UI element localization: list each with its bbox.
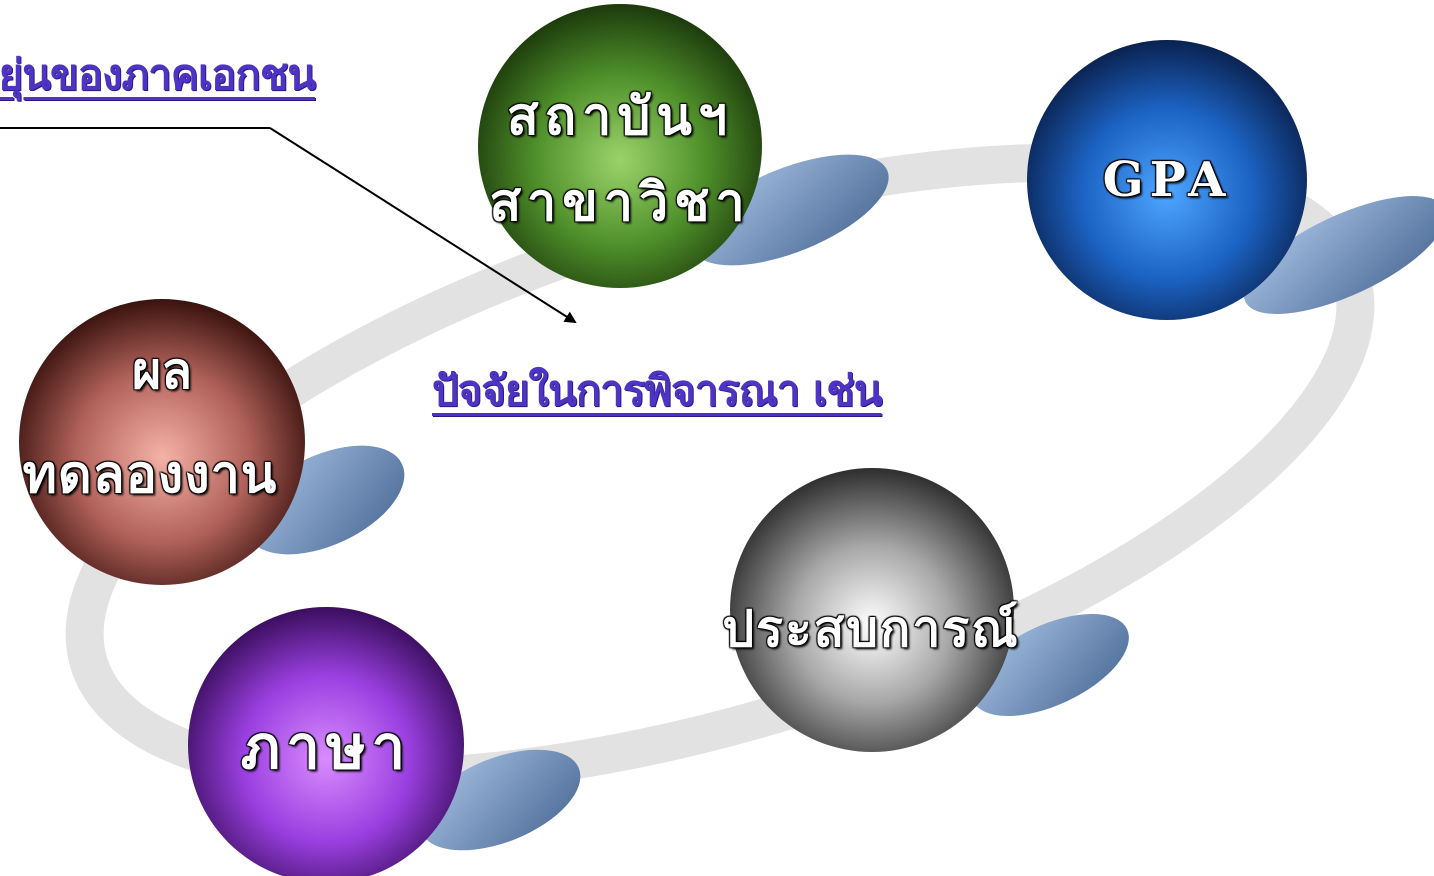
label-trial-line1: ผล: [132, 341, 192, 400]
sphere-gpa: [1027, 40, 1307, 320]
label-language: ภาษา: [240, 713, 412, 783]
sphere-experience: [730, 468, 1014, 752]
factors-heading: ปัจจัยในการพิจารณา เช่น: [432, 366, 882, 415]
shadow-gpa: [1243, 196, 1434, 314]
sphere-trial: [19, 299, 305, 585]
pointer-arrow: [269, 127, 577, 324]
sphere-language: [188, 607, 464, 876]
sphere-institution: [478, 4, 762, 288]
label-institution-line2: สาขาวิชา: [489, 172, 751, 233]
label-experience: ประสบการณ์: [722, 599, 1020, 658]
label-trial-line2: ทดลองงาน: [22, 444, 278, 505]
shadow-experience: [971, 613, 1129, 717]
label-institution-line1: สถาบันฯ: [506, 86, 734, 147]
heading-text: หยุ่นของภาคเอกชน: [0, 50, 316, 99]
label-gpa: GPA: [1102, 152, 1232, 208]
shadow-institution: [691, 154, 889, 266]
